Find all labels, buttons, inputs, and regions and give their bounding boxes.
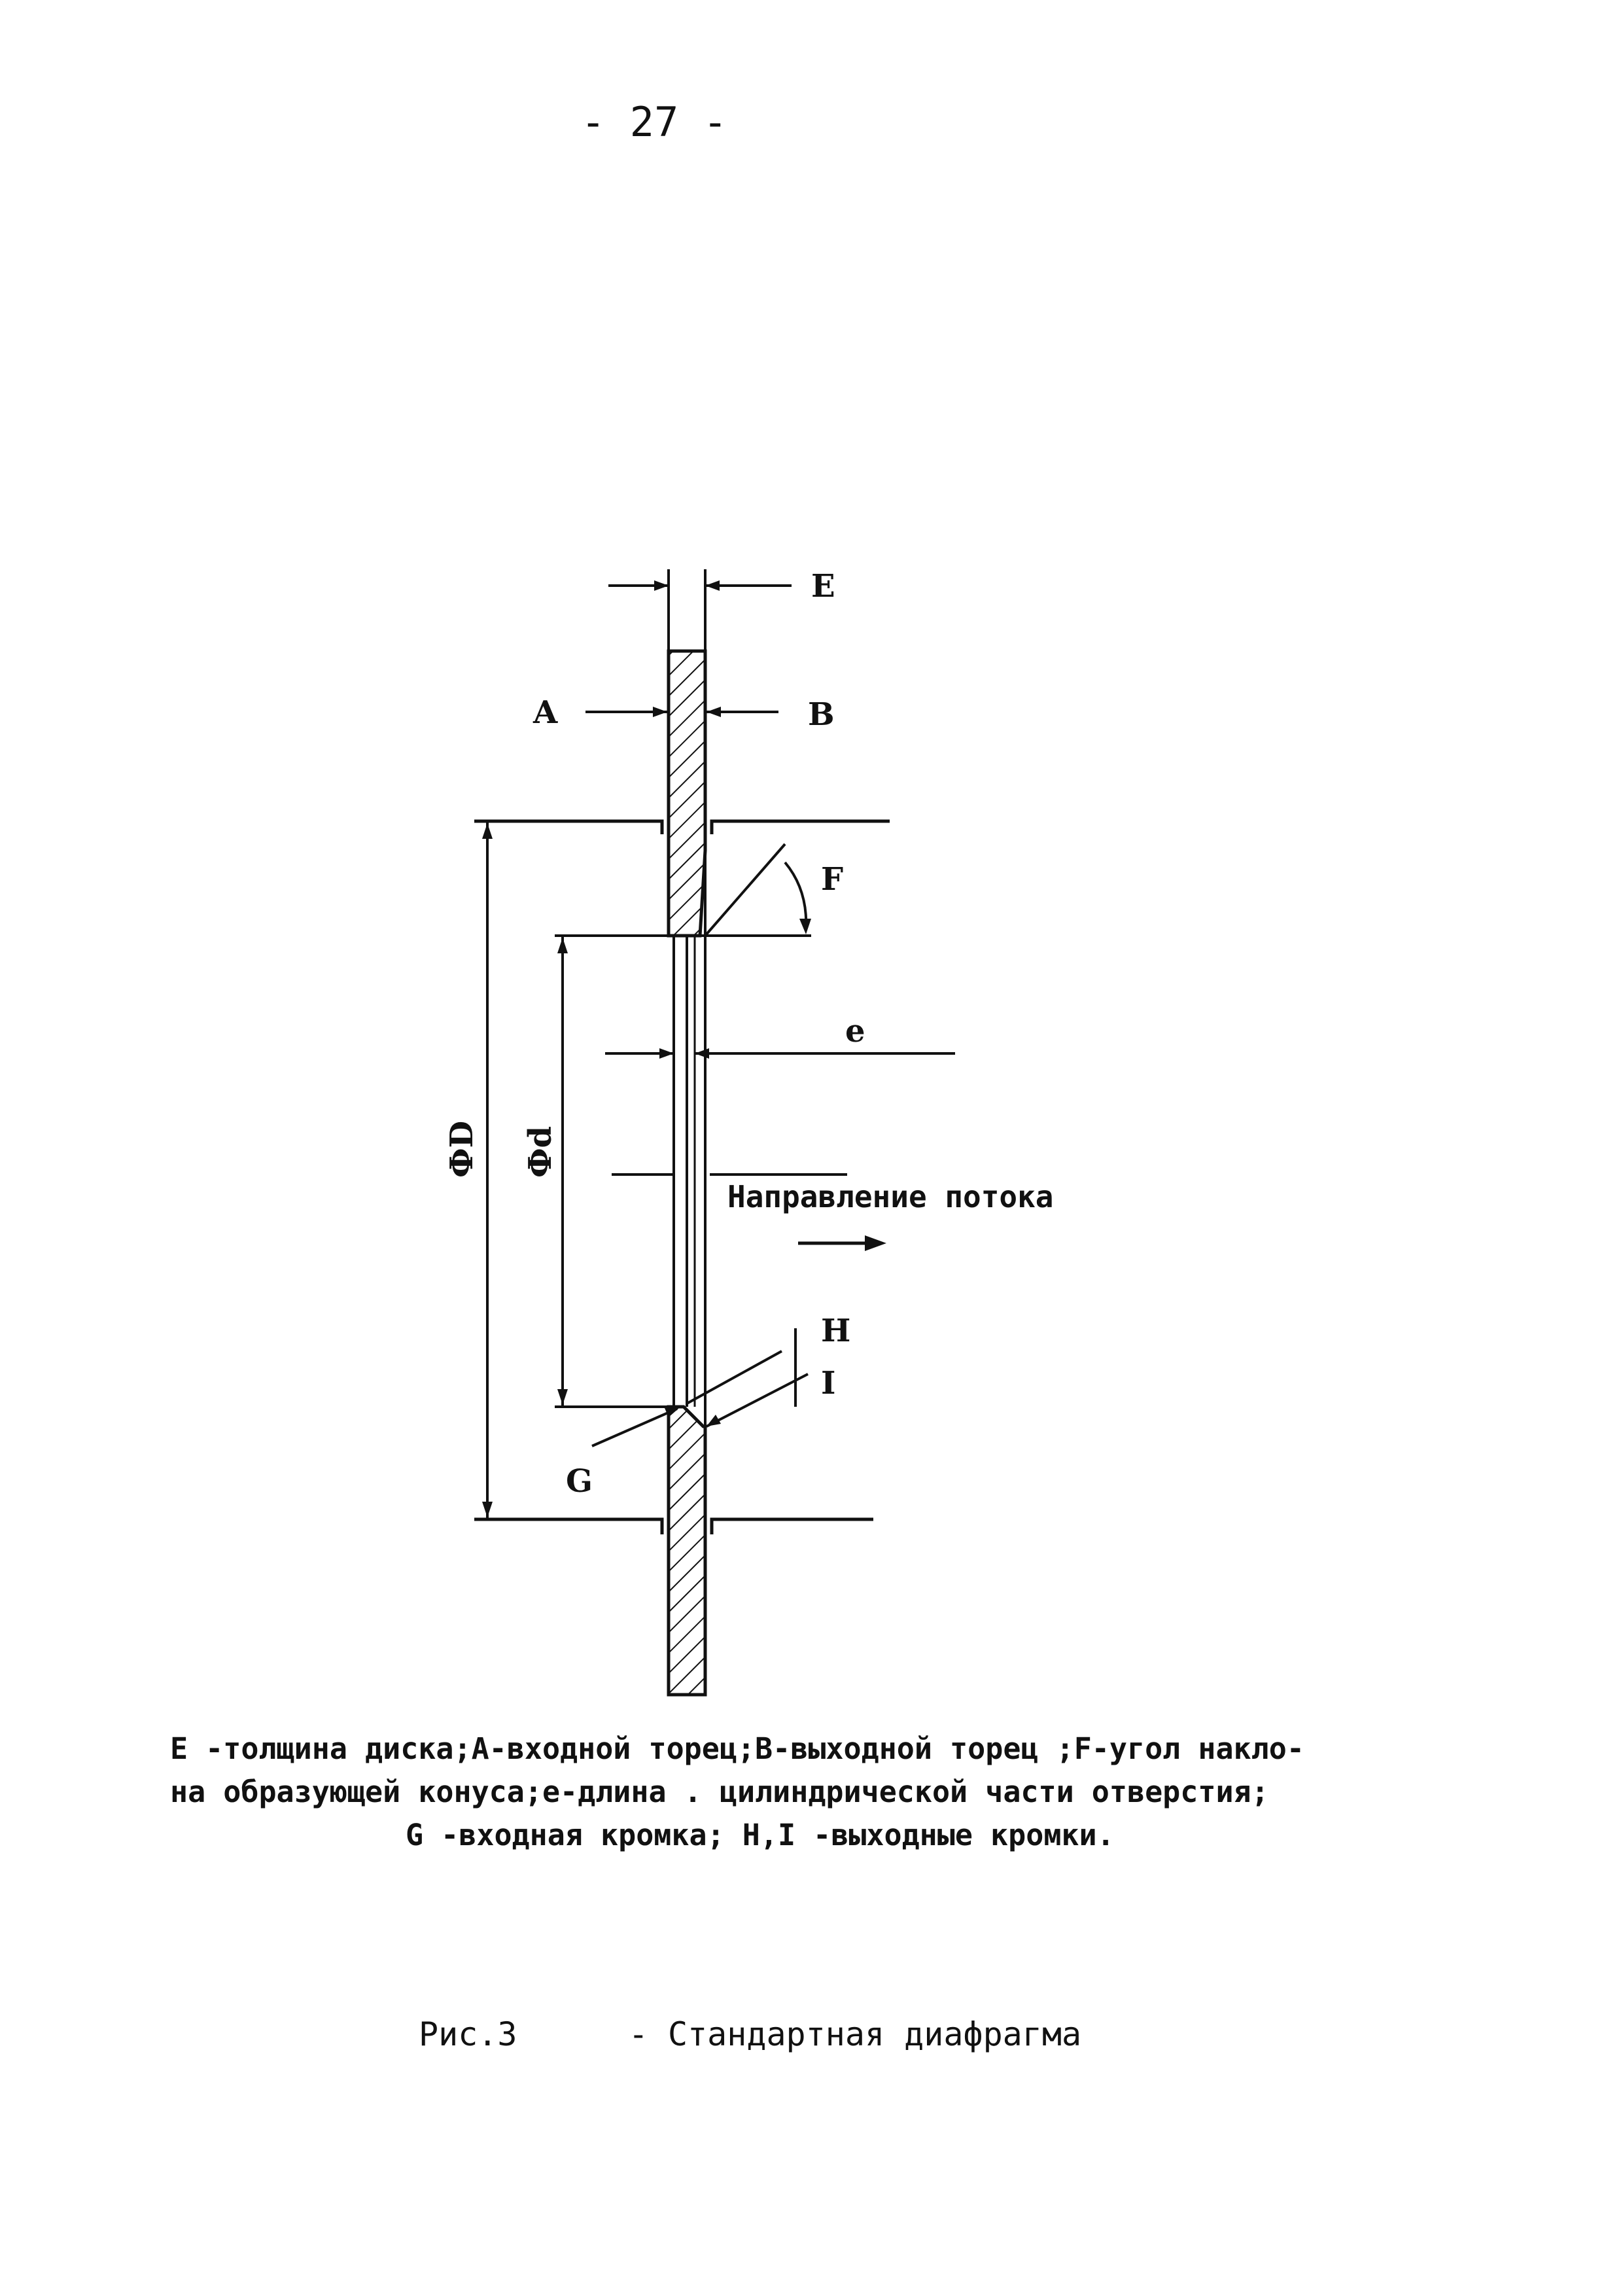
label-H: H (821, 1313, 850, 1349)
plate-lower-section (667, 1405, 707, 1697)
bore-diameter-dimension-d (555, 934, 811, 1408)
legend-line-1: E -толщина диска;A-входной торец;B-выход… (170, 1731, 1304, 1766)
outlet-edges-leaders (686, 1328, 809, 1428)
figure-legend: E -толщина диска;A-входной торец;B-выход… (170, 1727, 1518, 1857)
orifice-plate-diagram: E A B F e ФD Фd Направление потока H I G (444, 568, 1054, 1697)
page-number: - 27 - (581, 98, 727, 146)
label-B: B (808, 696, 835, 733)
inlet-edge-leader (591, 1407, 679, 1447)
figure-caption: Рис.3 - Стандартная диафрагма (419, 2015, 1081, 2053)
flow-direction-arrow (798, 1235, 886, 1251)
legend-line-3: G -входная кромка; H,I -выходные кромки. (406, 1818, 1115, 1852)
flow-direction-label: Направление потока (727, 1179, 1054, 1214)
label-E: E (811, 568, 835, 605)
label-G: G (566, 1463, 593, 1500)
figure-title: - Стандартная диафрагма (628, 2015, 1082, 2053)
pipe-diameter-dimension-D (482, 821, 493, 1519)
label-I: I (821, 1365, 835, 1402)
plate-upper-section (667, 649, 707, 938)
legend-line-2: на образующей конуса;e-длина . цилиндрич… (170, 1775, 1269, 1809)
orifice-bore (672, 851, 707, 1426)
figure-number: Рис.3 (419, 2015, 517, 2053)
label-e: e (845, 1013, 865, 1050)
label-A: A (532, 694, 558, 731)
label-F: F (821, 861, 843, 898)
bevel-angle-F (704, 843, 811, 937)
pipe-walls (474, 819, 890, 1534)
label-d: Фd (522, 1126, 559, 1178)
bore-length-dimension-e (605, 1048, 955, 1059)
face-arrows-A-B (585, 707, 778, 717)
thickness-dimension-E (608, 569, 792, 651)
label-D: ФD (444, 1121, 480, 1178)
